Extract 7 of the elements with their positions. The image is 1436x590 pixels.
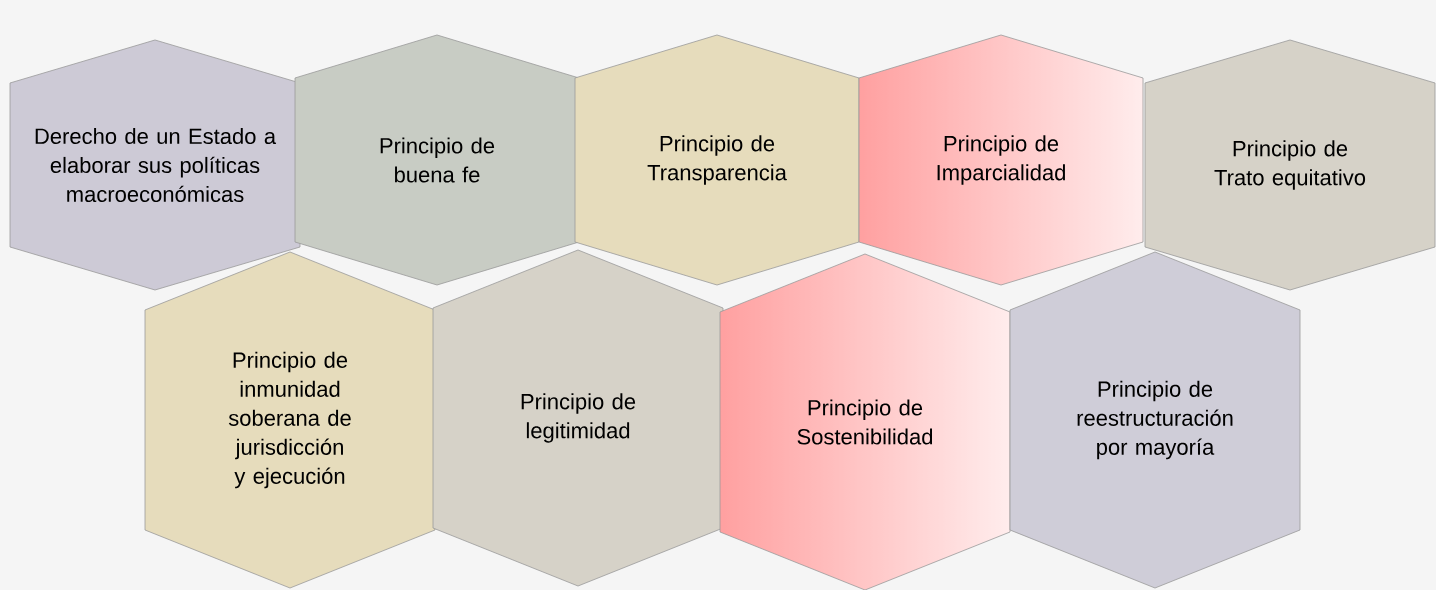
hexagon: Principio de Transparencia (574, 34, 860, 286)
hexagon: Principio de inmunidad soberana de jurisdicción y ejecución (144, 251, 436, 589)
hexagon: Derecho de un Estado a elaborar sus políticas macroeconómicas (9, 39, 301, 291)
hexagon: Principio de buena fe (294, 34, 580, 286)
hexagon: Principio de legitimidad (432, 249, 724, 587)
hexagon: Principio de Trato equitativo (1144, 39, 1436, 291)
hexagon: Principio de reestructuración por mayoría (1009, 251, 1301, 589)
